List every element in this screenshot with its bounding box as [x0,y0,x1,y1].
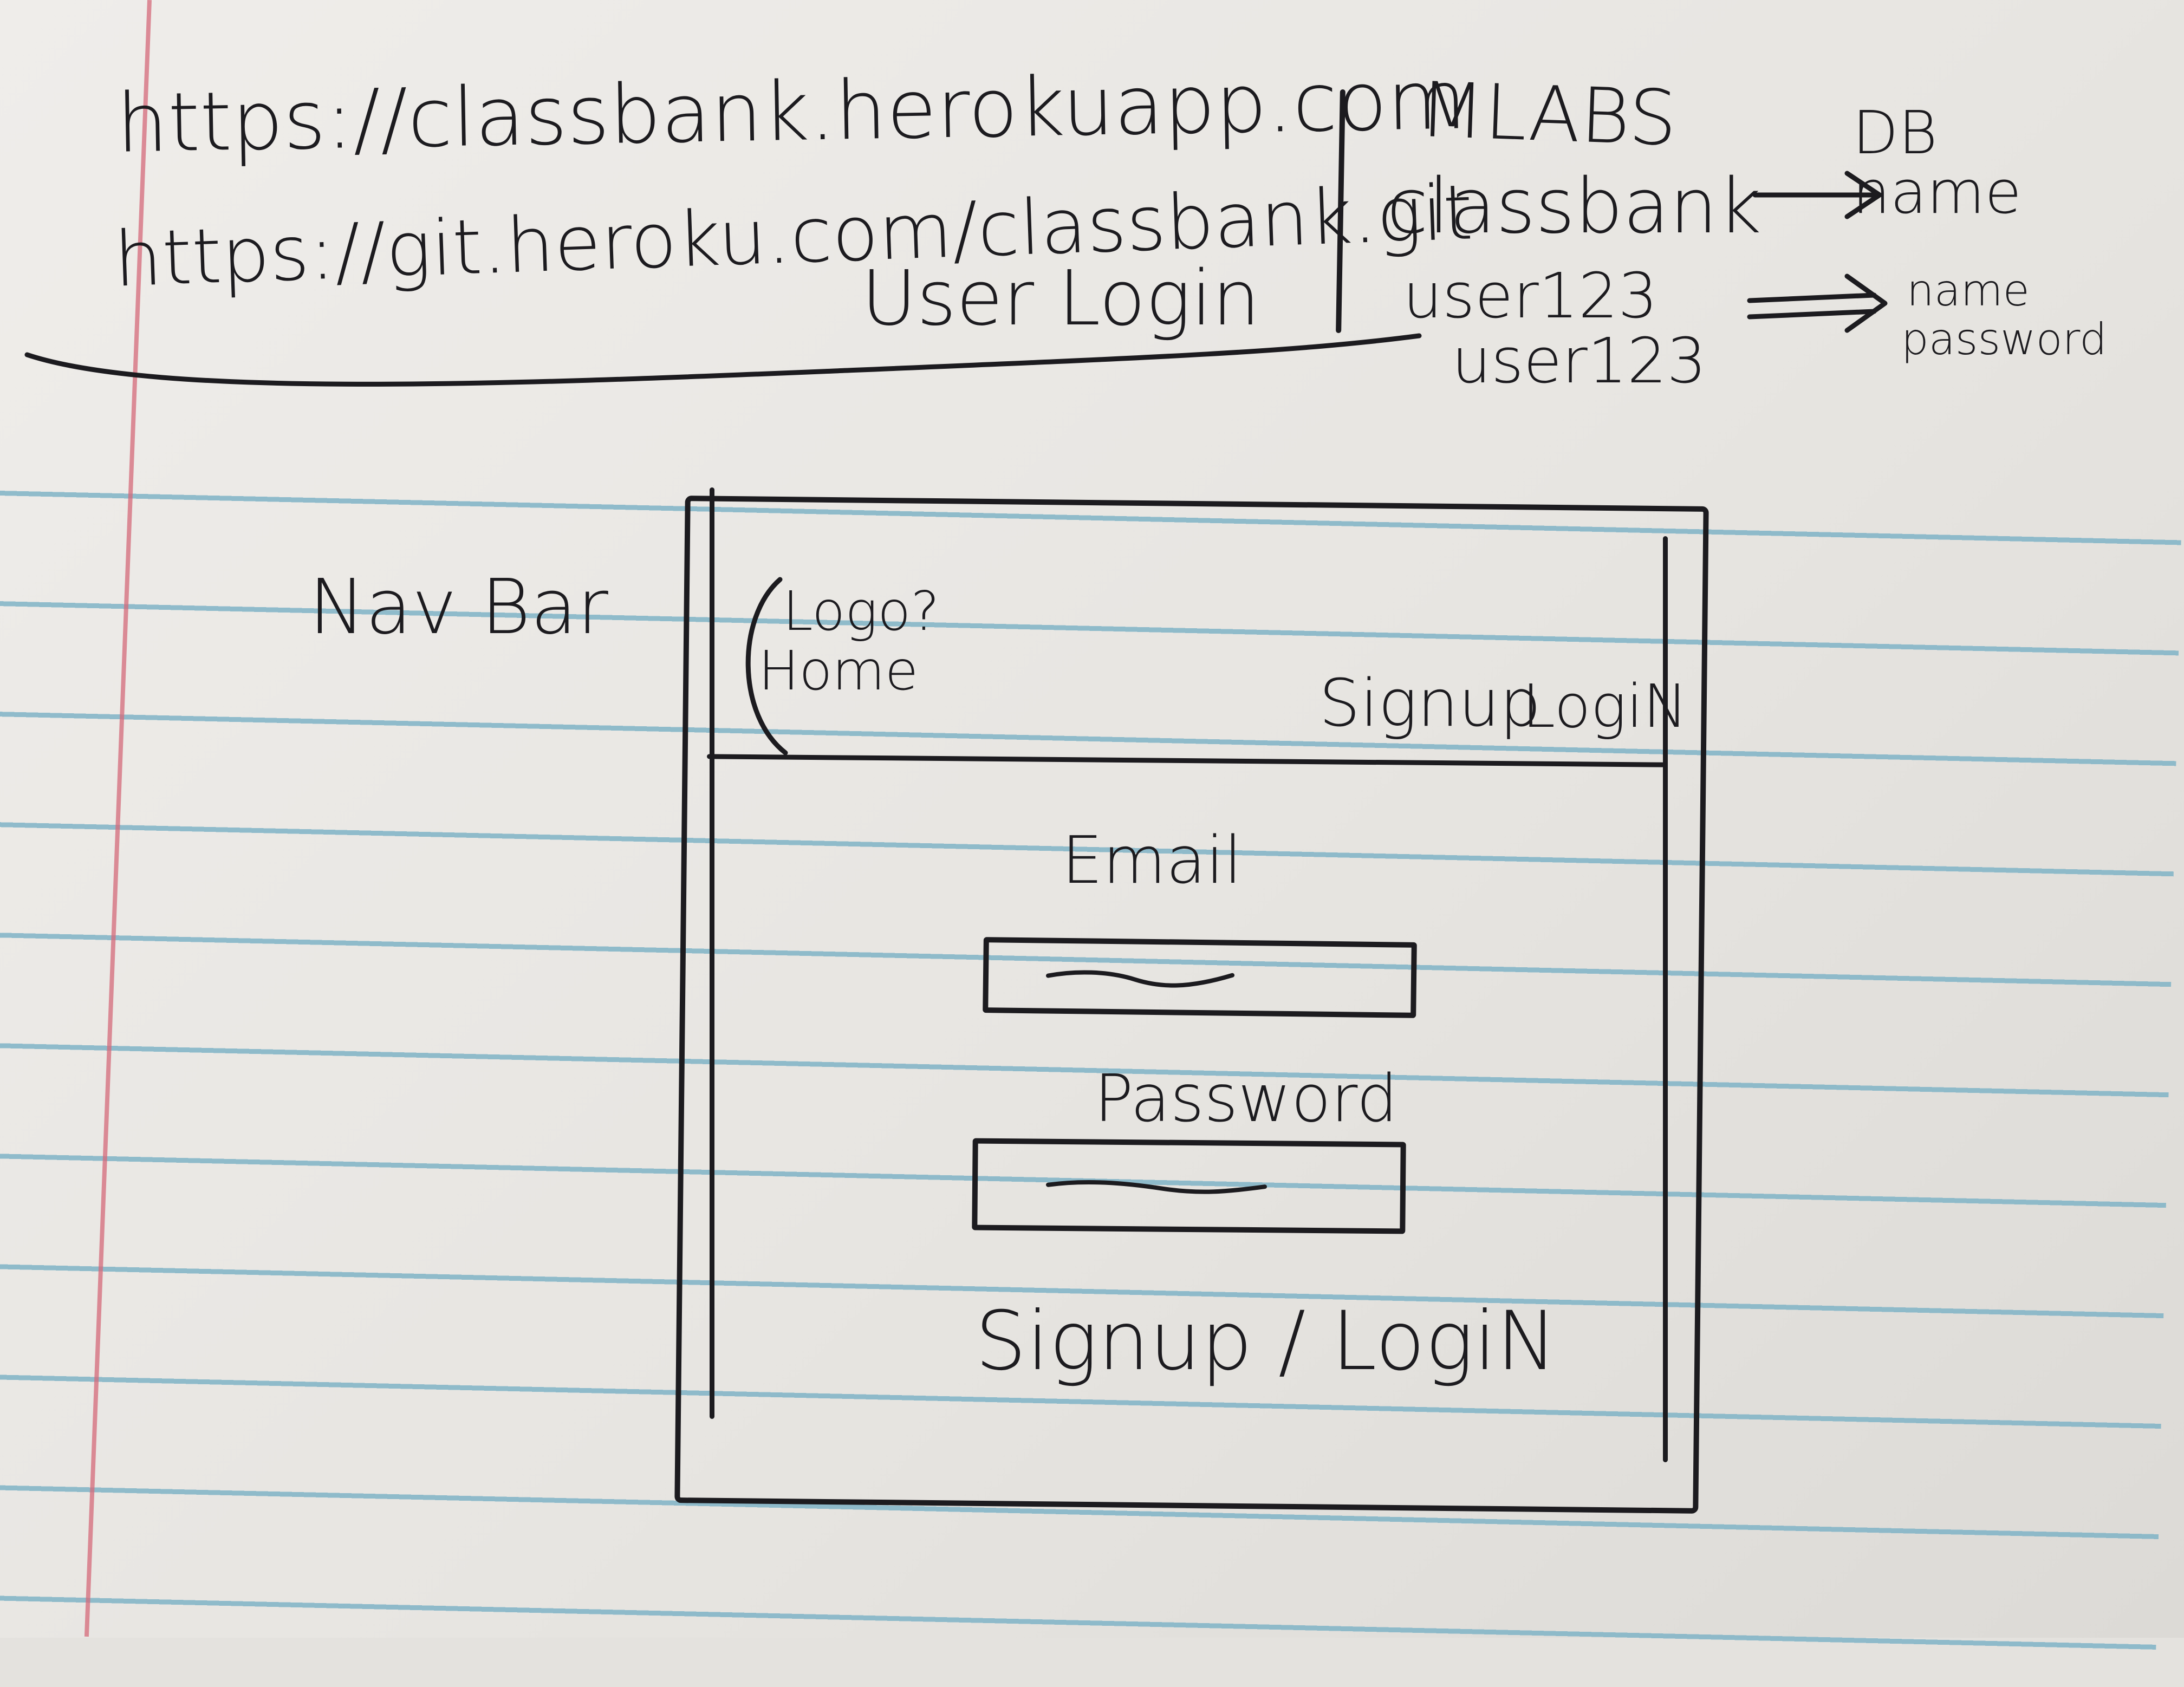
wireframe-inner-right-edge [1663,536,1668,1462]
email-input[interactable] [983,937,1417,1018]
home-link[interactable]: Home [758,639,919,702]
note-user-label-password: password [1901,314,2107,364]
nav-signup-link[interactable]: Signup [1319,666,1541,741]
logo-placeholder[interactable]: Logo? [783,579,940,643]
note-user-label-name: name [1907,265,2030,316]
notes-underline [24,333,1422,387]
password-input[interactable] [972,1138,1406,1234]
note-url-herokuapp: https://classbank.herokuapp.com [115,53,1467,171]
password-input-scribble [1046,1180,1267,1194]
email-input-scribble [1046,970,1235,988]
email-label: Email [1062,823,1242,898]
double-arrow-icon [1747,273,1888,333]
nav-bar-annotation: Nav Bar [309,563,608,652]
arrow-icon [1752,171,1882,219]
logo-bracket [745,577,788,755]
note-url-git: https://git.heroku.com/classbank.git [112,168,1474,304]
nav-login-link[interactable]: LogiN [1522,672,1688,741]
note-db-provider: MLABS [1418,66,1679,164]
note-db-name-value: classbank [1387,162,1762,251]
signup-login-button[interactable]: Signup / LogiN [975,1294,1557,1389]
wireframe-inner-left-edge [710,487,714,1419]
password-label: Password [1094,1061,1398,1137]
note-user-login-caption: User Login [861,255,1260,343]
note-user-password-value: user123 [1452,325,1707,398]
note-db-name-label: DB name [1852,98,2021,227]
note-user-name-value: user123 [1403,260,1658,333]
